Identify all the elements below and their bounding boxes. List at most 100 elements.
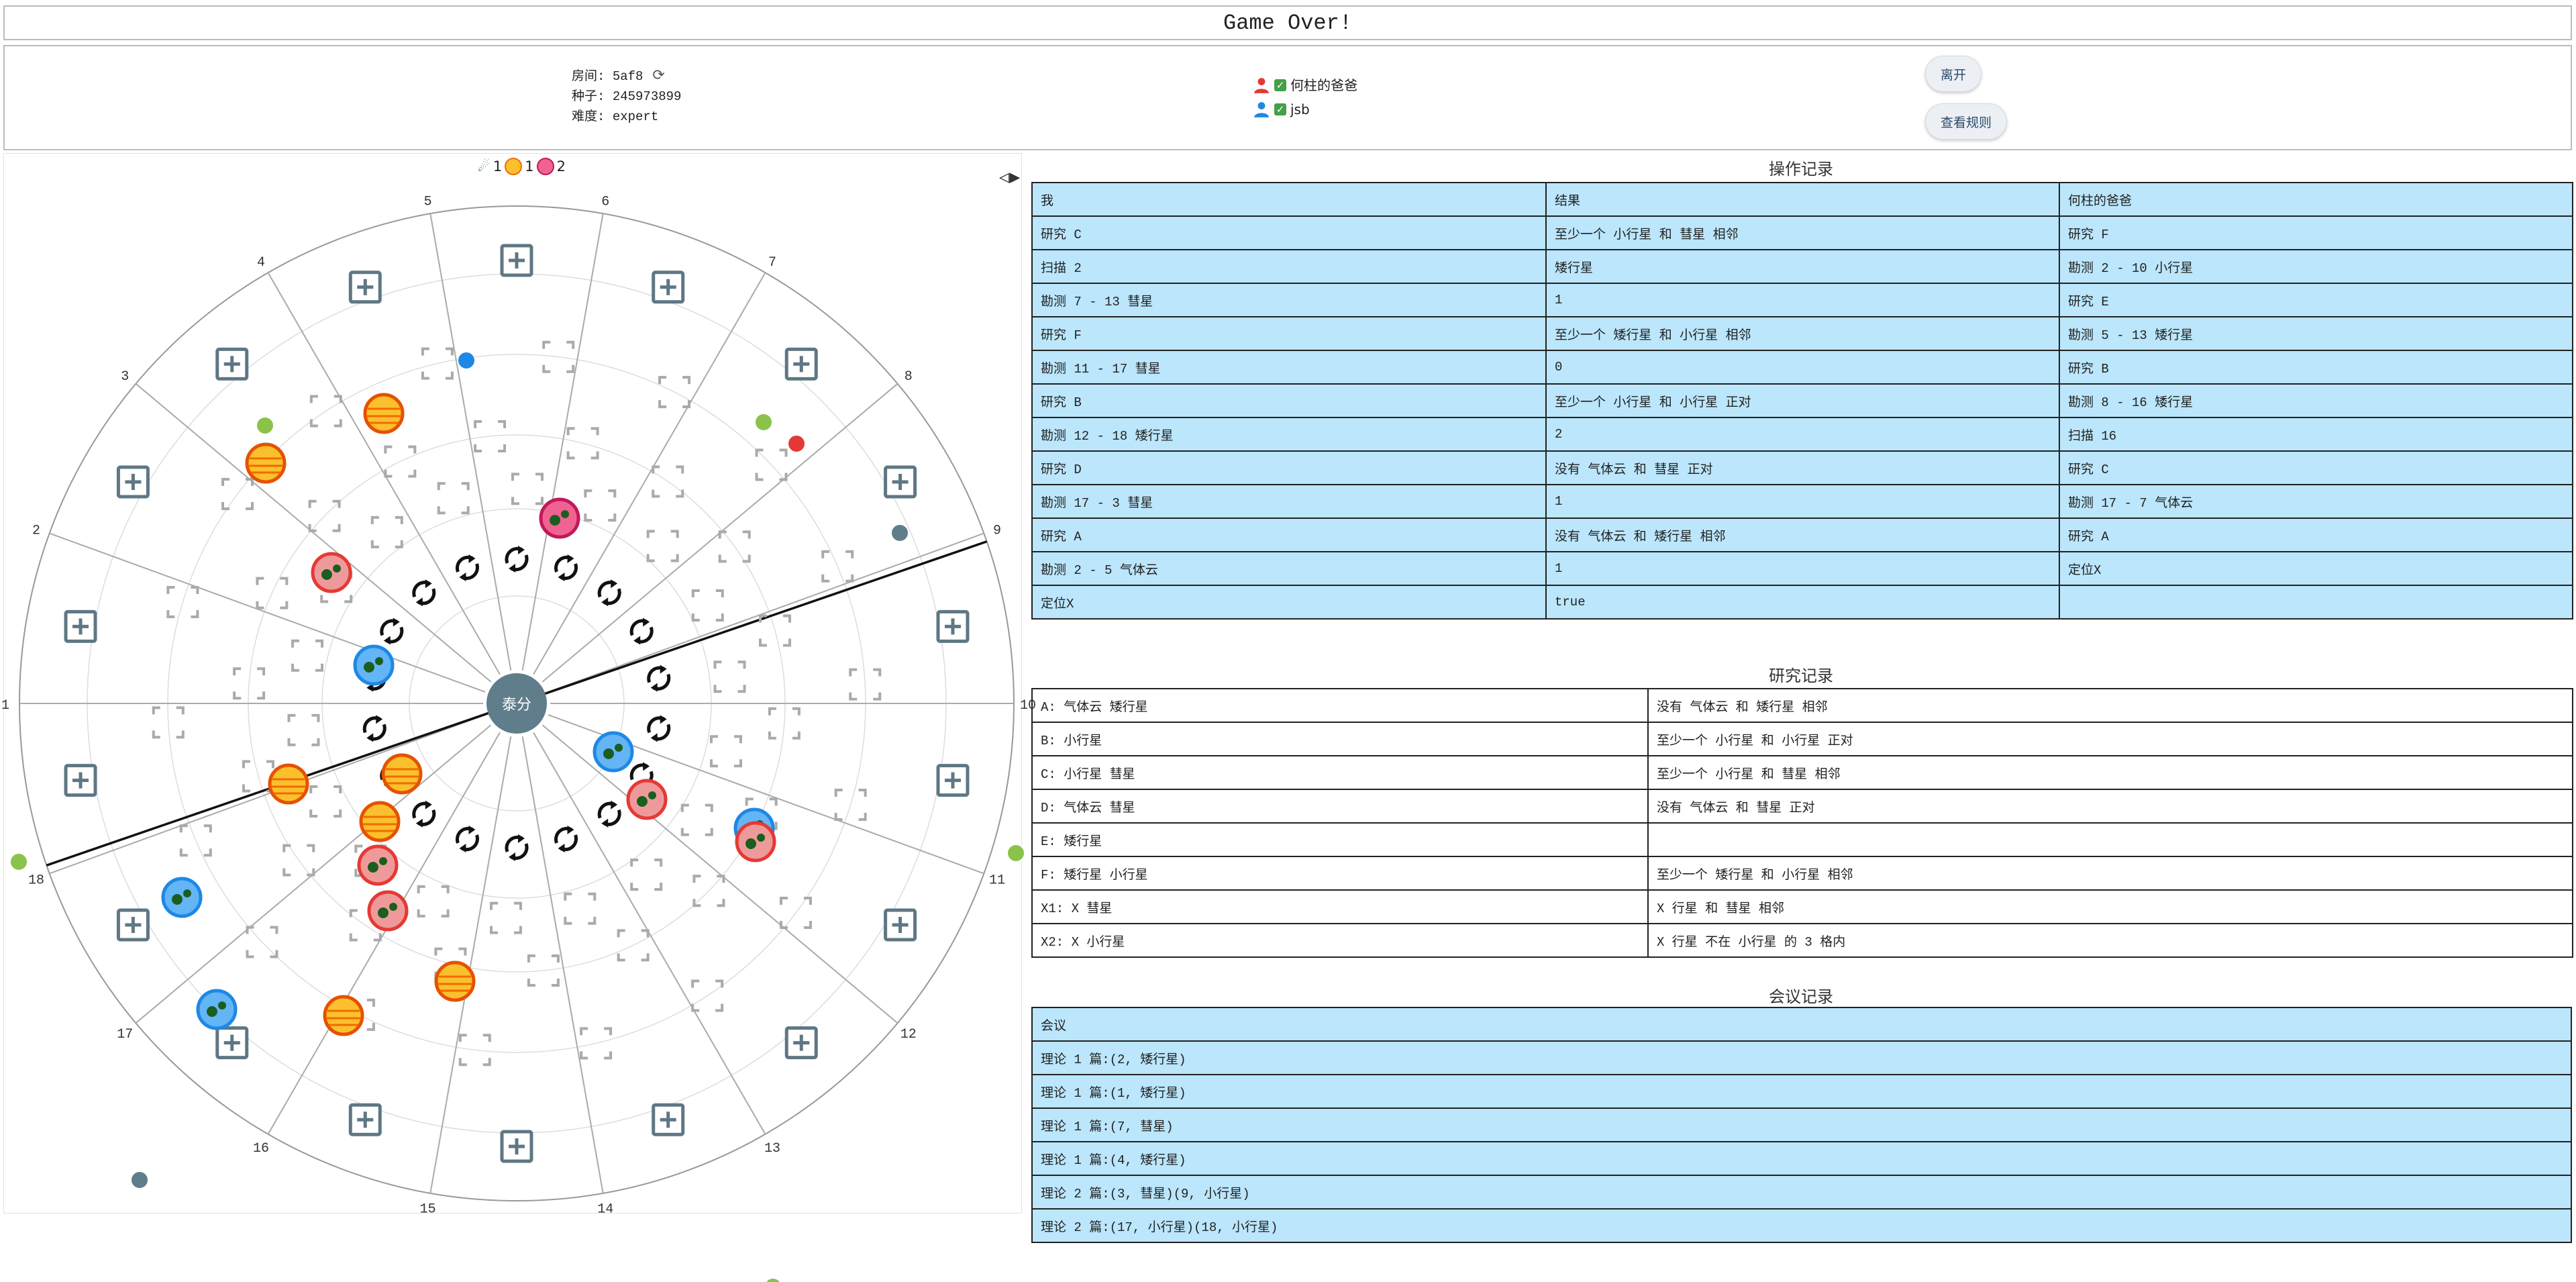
player-name: jsb — [1290, 101, 1310, 117]
plus-box-icon — [784, 347, 818, 381]
plus-box-icon — [884, 465, 917, 499]
empty-slot-icon — [646, 530, 679, 562]
table-cell: 研究 B — [2059, 350, 2573, 385]
table-row: 理论 1 篇:(1, 矮行星) — [1031, 1074, 2572, 1109]
counter-a: 1 — [493, 158, 503, 175]
empty-slot-icon — [282, 844, 315, 877]
table-row: C: 小行星 彗星至少一个 小行星 和 彗星 相邻 — [1031, 755, 2573, 790]
plus-box-icon — [215, 1026, 249, 1060]
sector-label: 18 — [28, 873, 44, 889]
planet-token-icon — [359, 801, 401, 842]
seed-value: 245973899 — [612, 89, 682, 104]
empty-slot-icon — [527, 954, 560, 987]
sector-divider — [49, 532, 486, 693]
board-marker-icon — [890, 524, 909, 542]
plus-box-cross — [660, 279, 676, 295]
planet-token-icon — [363, 393, 405, 434]
table-row: 理论 1 篇:(7, 彗星) — [1031, 1107, 2572, 1142]
cycle-arrow — [366, 715, 383, 742]
table-cell: true — [1545, 585, 2060, 620]
empty-slot-icon — [417, 885, 450, 918]
room-info: 房间: 5af8⟳ 种子: 245973899 难度: expert — [572, 66, 681, 127]
title-text: Game Over! — [1223, 10, 1353, 36]
planet-spot — [745, 838, 756, 849]
planet-bands — [248, 457, 283, 474]
view-rules-button[interactable]: 查看规则 — [1925, 103, 2008, 140]
gas-icon — [536, 158, 554, 175]
collapse-toggle-icon[interactable]: ◁▶ — [999, 168, 1021, 188]
board-marker-icon — [1007, 844, 1025, 862]
planet-token-icon — [268, 763, 309, 805]
table-cell: 理论 1 篇:(2, 矮行星) — [1031, 1040, 2572, 1075]
plus-box-cross — [509, 252, 525, 268]
planet-spot — [603, 748, 614, 759]
table-cell: 研究 B — [1031, 383, 1547, 418]
sector-label: 13 — [764, 1141, 780, 1156]
empty-slot-icon — [755, 448, 788, 481]
table-cell: 勘测 2 - 10 小行星 — [2059, 249, 2573, 284]
empty-slot-icon — [384, 445, 417, 478]
cycle-icon — [647, 666, 671, 691]
table-cell: 至少一个 矮行星 和 小行星 相邻 — [1647, 856, 2573, 891]
leave-button[interactable]: 离开 — [1925, 56, 1982, 92]
empty-slot-icon — [152, 706, 185, 739]
plus-box-cross — [125, 474, 142, 490]
plus-box-cross — [892, 474, 909, 490]
empty-slot-icon — [849, 668, 882, 701]
plus-box-cross — [357, 279, 374, 295]
sector-label: 8 — [905, 369, 913, 385]
planet-spot — [389, 903, 397, 911]
empty-slot-icon — [437, 482, 470, 515]
planet-spot — [637, 796, 648, 807]
sector-label: 1 — [1, 698, 9, 713]
empty-slot-icon — [291, 639, 324, 672]
empty-slot-icon — [680, 803, 713, 836]
plus-box-cross — [223, 356, 240, 373]
table-cell: 定位X — [2059, 551, 2573, 586]
table-cell: 勘测 17 - 7 气体云 — [2059, 484, 2573, 519]
cycle-icon — [597, 581, 621, 605]
planet-icon — [505, 158, 523, 175]
table-cell: A: 气体云 矮行星 — [1031, 688, 1649, 723]
board-tokens — [9, 351, 1025, 1282]
empty-slot-icon — [692, 875, 725, 907]
table-cell: 扫描 2 — [1031, 249, 1547, 284]
table-cell: 至少一个 小行星 和 彗星 相邻 — [1545, 215, 2060, 250]
empty-slot-icon — [691, 979, 724, 1012]
table-cell: 没有 气体云 和 矮行星 相邻 — [1647, 688, 2573, 723]
empty-slot-icon — [658, 376, 691, 409]
plus-box-cross — [793, 1034, 810, 1051]
difficulty-value: expert — [612, 109, 659, 124]
empty-slot-icon — [584, 489, 617, 522]
table-cell: 至少一个 小行星 和 小行星 正对 — [1545, 383, 2060, 418]
sector-label: 12 — [900, 1027, 917, 1042]
planet-bands — [366, 407, 401, 424]
table-cell: 1 — [1545, 283, 2060, 317]
table-cell: X1: X 彗星 — [1031, 889, 1649, 924]
board-center — [486, 673, 547, 734]
table-cell: 至少一个 小行星 和 彗星 相邻 — [1647, 755, 2573, 790]
refresh-icon[interactable]: ⟳ — [652, 68, 665, 85]
empty-slot-icon — [246, 926, 278, 958]
column-header: 何柱的爸爸 — [2059, 182, 2573, 217]
plus-box-icon — [64, 764, 97, 797]
table-cell: 矮行星 — [1545, 249, 2060, 284]
sector-label: 14 — [597, 1201, 613, 1217]
sector-divider — [135, 383, 492, 683]
table-cell: 勘测 17 - 3 彗星 — [1031, 484, 1547, 519]
table-cell: X 行星 和 彗星 相邻 — [1647, 889, 2573, 924]
table-cell: 研究 E — [2059, 283, 2573, 317]
plus-box-icon — [500, 1130, 533, 1163]
sector-label: 6 — [601, 195, 609, 210]
user-icon — [1254, 78, 1269, 93]
planet-spot — [375, 657, 383, 665]
planet-spot — [378, 907, 389, 918]
sector-label: 16 — [253, 1141, 269, 1156]
cycle-arrow — [633, 618, 650, 645]
table-cell: 研究 A — [2059, 517, 2573, 552]
